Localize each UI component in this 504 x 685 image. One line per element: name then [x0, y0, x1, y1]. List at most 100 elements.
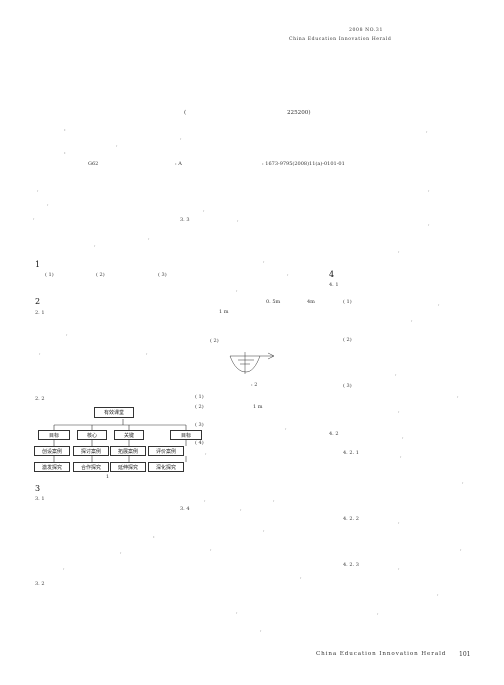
affiliation-paren: (: [184, 110, 187, 116]
text-mark: ,: [205, 450, 207, 456]
postcode: 225200): [287, 110, 311, 116]
text-mark: ,: [400, 453, 402, 459]
text-mark: ,: [273, 497, 275, 503]
text-mark: ,: [146, 350, 148, 356]
right-item-2: ( 2): [343, 337, 352, 343]
mid-list-3: ( 3): [195, 422, 204, 428]
text-mark: ,: [395, 371, 397, 377]
text-mark: ,: [120, 549, 122, 555]
section-3-1: 3. 1: [35, 496, 45, 502]
text-mark: ,: [437, 591, 439, 597]
flowchart-row2-box: 评价案例: [148, 446, 184, 456]
text-mark: ,: [398, 565, 400, 571]
text-mark: ,: [148, 235, 150, 241]
section-1-heading: 1: [35, 260, 41, 269]
text-mark: ,: [37, 187, 39, 193]
text-mark: ,: [210, 546, 212, 552]
mid-list-4: ( 4): [195, 440, 204, 446]
figure-2-sketch: [229, 352, 275, 374]
text-mark: ,: [240, 506, 242, 512]
section-3-3: 3. 3: [180, 217, 190, 223]
flowchart-row3-box: 深化探究: [148, 462, 184, 472]
figure-2-caption: ( 2): [210, 338, 219, 344]
section-2-heading: 2: [35, 297, 41, 306]
text-mark: ,: [460, 546, 462, 552]
text-mark: ,: [39, 350, 41, 356]
text-mark: ,: [457, 393, 459, 399]
text-mark: ,: [398, 248, 400, 254]
abstract-mark: ,: [426, 128, 428, 134]
flowchart-top-box: 有效课堂: [94, 407, 134, 418]
flowchart-row2-box: 拓展案例: [110, 446, 146, 456]
abstract-mark: ,: [180, 135, 182, 141]
flowchart-row1-box: 核心: [77, 430, 107, 440]
section-4-2-1: 4. 2. 1: [343, 450, 359, 456]
section-3-2: 3. 2: [35, 581, 45, 587]
flowchart-row1-box: 目标: [38, 430, 70, 440]
text-mark: ,: [300, 574, 302, 580]
text-mark: ,: [398, 408, 400, 414]
flowchart-row2-box: 创设案例: [34, 446, 70, 456]
doc-code: : A: [175, 161, 182, 167]
text-mark: ,: [402, 434, 404, 440]
page-number: 101: [459, 651, 471, 658]
flowchart-row3-box: 合作探究: [73, 462, 109, 472]
text-mark: ,: [428, 221, 430, 227]
text-mark: ,: [438, 301, 440, 307]
section-2-1: 2. 1: [35, 310, 45, 316]
text-mark: ,: [94, 242, 96, 248]
flowchart-caption: 1: [106, 474, 110, 480]
section-4-2: 4. 2: [329, 431, 339, 437]
header-journal: China Education Innovation Herald: [289, 37, 392, 42]
text-mark: ,: [203, 207, 205, 213]
text-mark: ,: [263, 258, 265, 264]
mid-list-1: ( 1): [195, 394, 204, 400]
measure-c: 1 m: [219, 309, 229, 315]
s1-item-3: ( 3): [158, 272, 167, 278]
text-mark: ,: [237, 217, 239, 223]
text-mark: ,: [285, 425, 287, 431]
right-item-1: ( 1): [343, 299, 352, 305]
s1-item-1: ( 1): [45, 272, 54, 278]
text-mark: ,: [428, 187, 430, 193]
text-mark: ,: [462, 479, 464, 485]
text-mark: ,: [287, 271, 289, 277]
text-mark: ,: [47, 201, 49, 207]
flowchart-connectors: [53, 419, 187, 462]
clc-code: G62: [88, 161, 99, 167]
mid-list-2-value: 1 m: [253, 404, 263, 410]
article-id: : 1673-9795(2008)11(a)-0101-01: [262, 161, 345, 167]
text-mark: ,: [263, 527, 265, 533]
flowchart-row3-box: 激发探究: [34, 462, 70, 472]
measure-a: 0. 5m: [266, 299, 281, 305]
abstract-mark: :: [64, 150, 66, 156]
section-4-heading: 4: [329, 270, 335, 279]
mid-list-2: ( 2): [195, 404, 204, 410]
text-mark: :: [153, 534, 155, 540]
section-4-2-3: 4. 2. 3: [343, 562, 359, 568]
right-item-3: ( 3): [343, 383, 352, 389]
text-mark: ,: [33, 215, 35, 221]
text-mark: ,: [66, 331, 68, 337]
section-4-2-2: 4. 2. 2: [343, 516, 359, 522]
text-mark: ,: [411, 317, 413, 323]
section-4-1: 4. 1: [329, 282, 339, 288]
measure-b: 4m: [307, 299, 315, 305]
flowchart-row1-box: 关键: [114, 430, 144, 440]
footer-journal: China Education Innovation Herald: [316, 651, 447, 657]
abstract-mark: ,: [116, 142, 118, 148]
section-2-2: 2. 2: [35, 396, 45, 402]
text-mark: ,: [236, 287, 238, 293]
text-mark: ,: [204, 497, 206, 503]
s1-item-2: ( 2): [96, 272, 105, 278]
section-3-heading: 3: [35, 484, 41, 493]
text-mark: ,: [236, 609, 238, 615]
text-mark: ,: [260, 627, 262, 633]
flowchart-row1-box: 目标: [170, 430, 202, 440]
figure-2-label: : 2: [251, 382, 258, 388]
text-mark: ,: [377, 610, 379, 616]
text-mark: ,: [63, 565, 65, 571]
flowchart-row3-box: 延伸探究: [110, 462, 146, 472]
text-mark: ,: [398, 519, 400, 525]
flowchart-row2-box: 探讨案例: [73, 446, 109, 456]
